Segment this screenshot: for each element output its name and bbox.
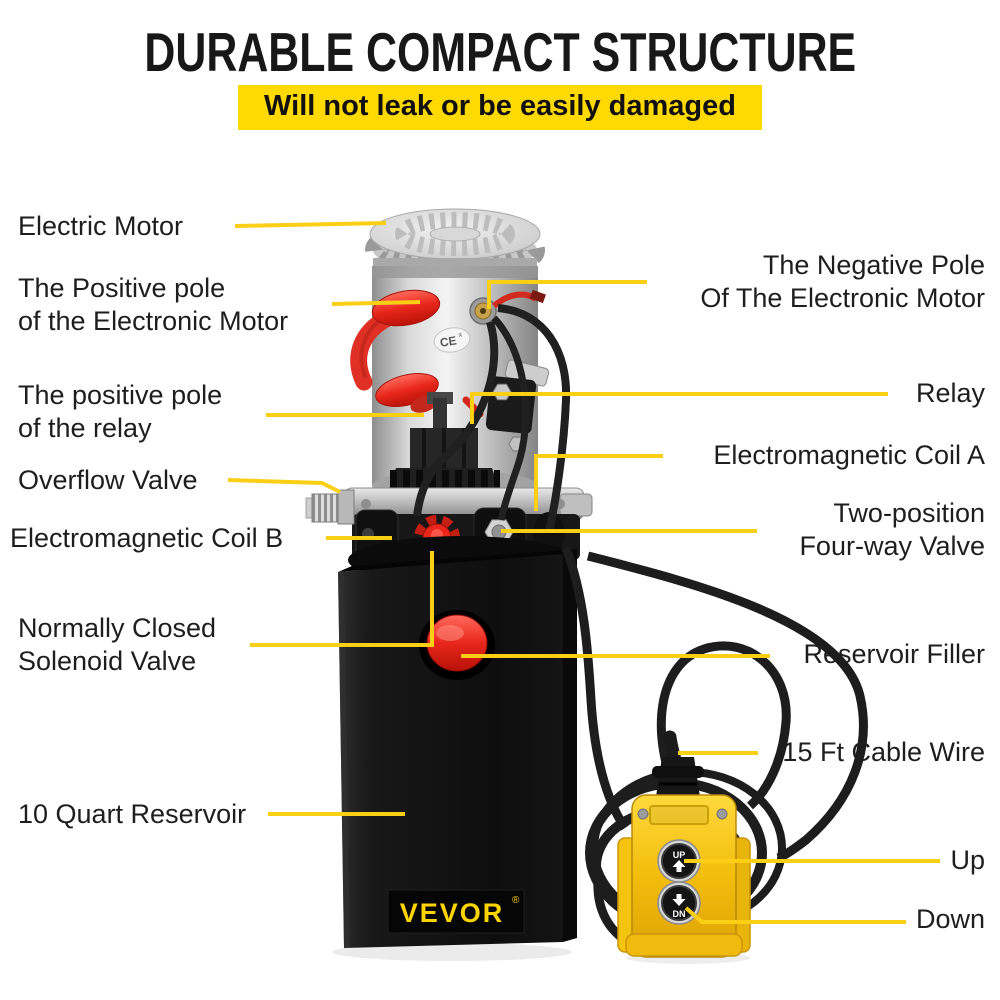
down-button: DN xyxy=(657,881,701,925)
pump-coupling-part xyxy=(385,392,503,502)
negative-pole-terminal xyxy=(469,297,497,325)
bracket-right-ear xyxy=(731,837,751,953)
label-electric-motor: Electric Motor xyxy=(18,211,184,241)
ce-mark-icon: CE x xyxy=(433,327,471,353)
pendant-screw-left xyxy=(637,808,649,820)
positive-pole-boot xyxy=(350,289,441,413)
electric-motor-part: CE x xyxy=(350,208,546,502)
up-button-label: UP xyxy=(673,850,686,860)
up-button: UP xyxy=(657,839,701,883)
label-positive-pole-relay: The positive pole of the relay xyxy=(18,380,223,443)
cable-loop xyxy=(656,641,791,810)
coil-a-part xyxy=(473,507,527,559)
valve-manifold xyxy=(305,487,593,584)
cable-right-run xyxy=(586,551,868,863)
label-cable-wire: 15 Ft Cable Wire xyxy=(782,737,985,767)
down-button-label: DN xyxy=(673,909,686,919)
down-arrow-icon xyxy=(672,899,686,906)
leader-negative-pole xyxy=(487,280,647,309)
cable-entry xyxy=(663,730,682,767)
label-10-quart-reservoir: 10 Quart Reservoir xyxy=(18,799,247,829)
relay-part xyxy=(462,359,550,452)
power-wires xyxy=(413,304,571,533)
pendant-screw-right xyxy=(716,808,728,820)
solenoid-release-knob xyxy=(414,515,460,561)
label-relay: Relay xyxy=(915,378,985,408)
subtitle-banner: Will not leak or be easily damaged xyxy=(238,85,762,130)
red-jumper-wire xyxy=(492,291,538,309)
cable-gland xyxy=(656,757,700,797)
leader-positive-pole-motor xyxy=(331,300,421,306)
manifold-base xyxy=(348,536,576,584)
leader-nc-solenoid xyxy=(250,551,434,647)
pendant-body xyxy=(631,794,737,958)
leader-coil-a xyxy=(534,454,663,511)
pendant-control: UP DN xyxy=(617,730,751,958)
label-two-position: Two-position Four-way Valve xyxy=(799,498,985,561)
label-down: Down xyxy=(915,904,985,934)
bracket-left-ear xyxy=(617,837,637,953)
label-reservoir-filler: Reservoir Filler xyxy=(803,639,985,669)
reservoir-tank: VEVOR ® xyxy=(338,549,577,948)
leader-overflow-valve xyxy=(227,478,341,494)
label-negative-pole: The Negative Pole Of The Electronic Moto… xyxy=(700,250,985,313)
subtitle-text: Will not leak or be easily damaged xyxy=(264,90,736,122)
up-arrow-icon xyxy=(672,860,686,867)
label-coil-a: Electromagnetic Coil A xyxy=(713,440,985,470)
motor-body xyxy=(372,266,538,486)
svg-text:CE: CE xyxy=(439,333,458,349)
leader-relay xyxy=(470,392,888,424)
label-coil-b: Electromagnetic Coil B xyxy=(10,523,284,553)
relay-red-lead xyxy=(462,396,484,418)
overflow-valve-part xyxy=(305,489,355,525)
reservoir-filler-cap xyxy=(419,610,495,680)
label-up: Up xyxy=(950,845,985,875)
brand-plate xyxy=(387,889,525,934)
vevor-logo: VEVOR xyxy=(400,898,505,928)
svg-text:x: x xyxy=(458,331,463,339)
label-nc-solenoid: Normally Closed Solenoid Valve xyxy=(18,613,217,676)
registered-mark: ® xyxy=(512,895,520,906)
label-positive-pole-motor: The Positive pole of the Electronic Moto… xyxy=(18,273,289,336)
coil-b-part xyxy=(355,509,399,559)
pendant-label-recess xyxy=(649,805,709,825)
reservoir-shadow xyxy=(332,943,572,961)
pendant-shadow xyxy=(626,952,750,964)
leader-electric-motor xyxy=(234,221,387,228)
motor-cap-fins xyxy=(365,219,545,281)
label-overflow-valve: Overflow Valve xyxy=(18,465,198,495)
page-title: DURABLE COMPACT STRUCTURE xyxy=(144,21,856,83)
leader-down xyxy=(684,906,906,924)
